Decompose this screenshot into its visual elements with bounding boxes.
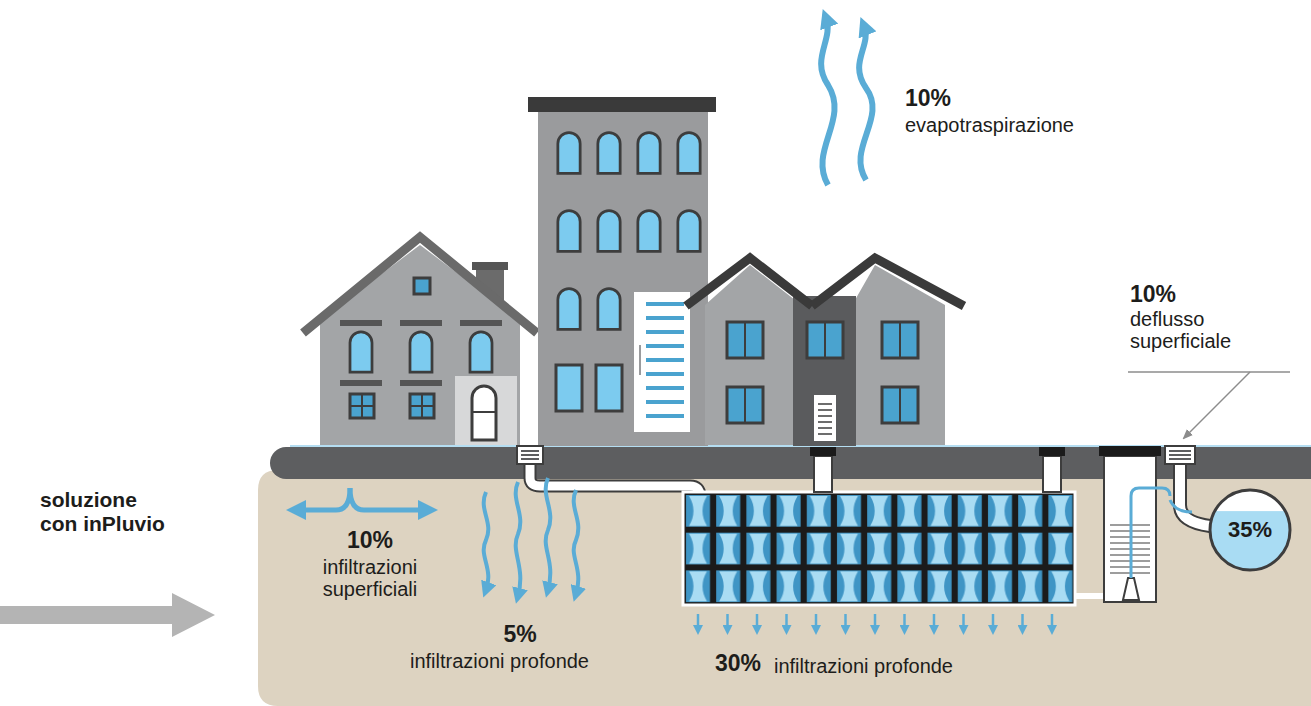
flow-caption: infiltrazioni profonde <box>774 655 953 677</box>
flow-caption: infiltrazioni superficiali <box>295 556 445 601</box>
infiltration-arrow <box>933 614 936 630</box>
infiltration-arrow <box>962 614 965 630</box>
infiltration-arrow <box>903 614 906 630</box>
infiltration-arrow <box>1021 614 1024 630</box>
percent-value: 10% <box>320 528 420 554</box>
flow-caption: evapotraspirazione <box>905 114 1074 136</box>
percent-value: 35% <box>1228 517 1272 543</box>
flow-caption: infiltrazioni profonde <box>410 650 589 672</box>
percent-value: 10% <box>905 86 951 112</box>
percent-value: 30% <box>715 651 761 677</box>
infiltration-arrow <box>756 614 759 630</box>
infiltration-arrow <box>815 614 818 630</box>
percent-value: 10% <box>1130 282 1176 308</box>
retention-pond: 35% <box>1208 488 1292 572</box>
flow-caption: deflusso superficiale <box>1130 308 1270 353</box>
infiltration-arrow <box>697 614 700 630</box>
percent-value: 5% <box>480 622 560 648</box>
infiltration-arrow <box>785 614 788 630</box>
infiltration-arrow <box>726 614 729 630</box>
infiltration-arrow <box>844 614 847 630</box>
solution-caption: soluzione con inPluvio <box>40 488 172 535</box>
infiltration-arrow <box>992 614 995 630</box>
infiltration-arrow <box>1051 614 1054 630</box>
infiltration-arrow <box>874 614 877 630</box>
